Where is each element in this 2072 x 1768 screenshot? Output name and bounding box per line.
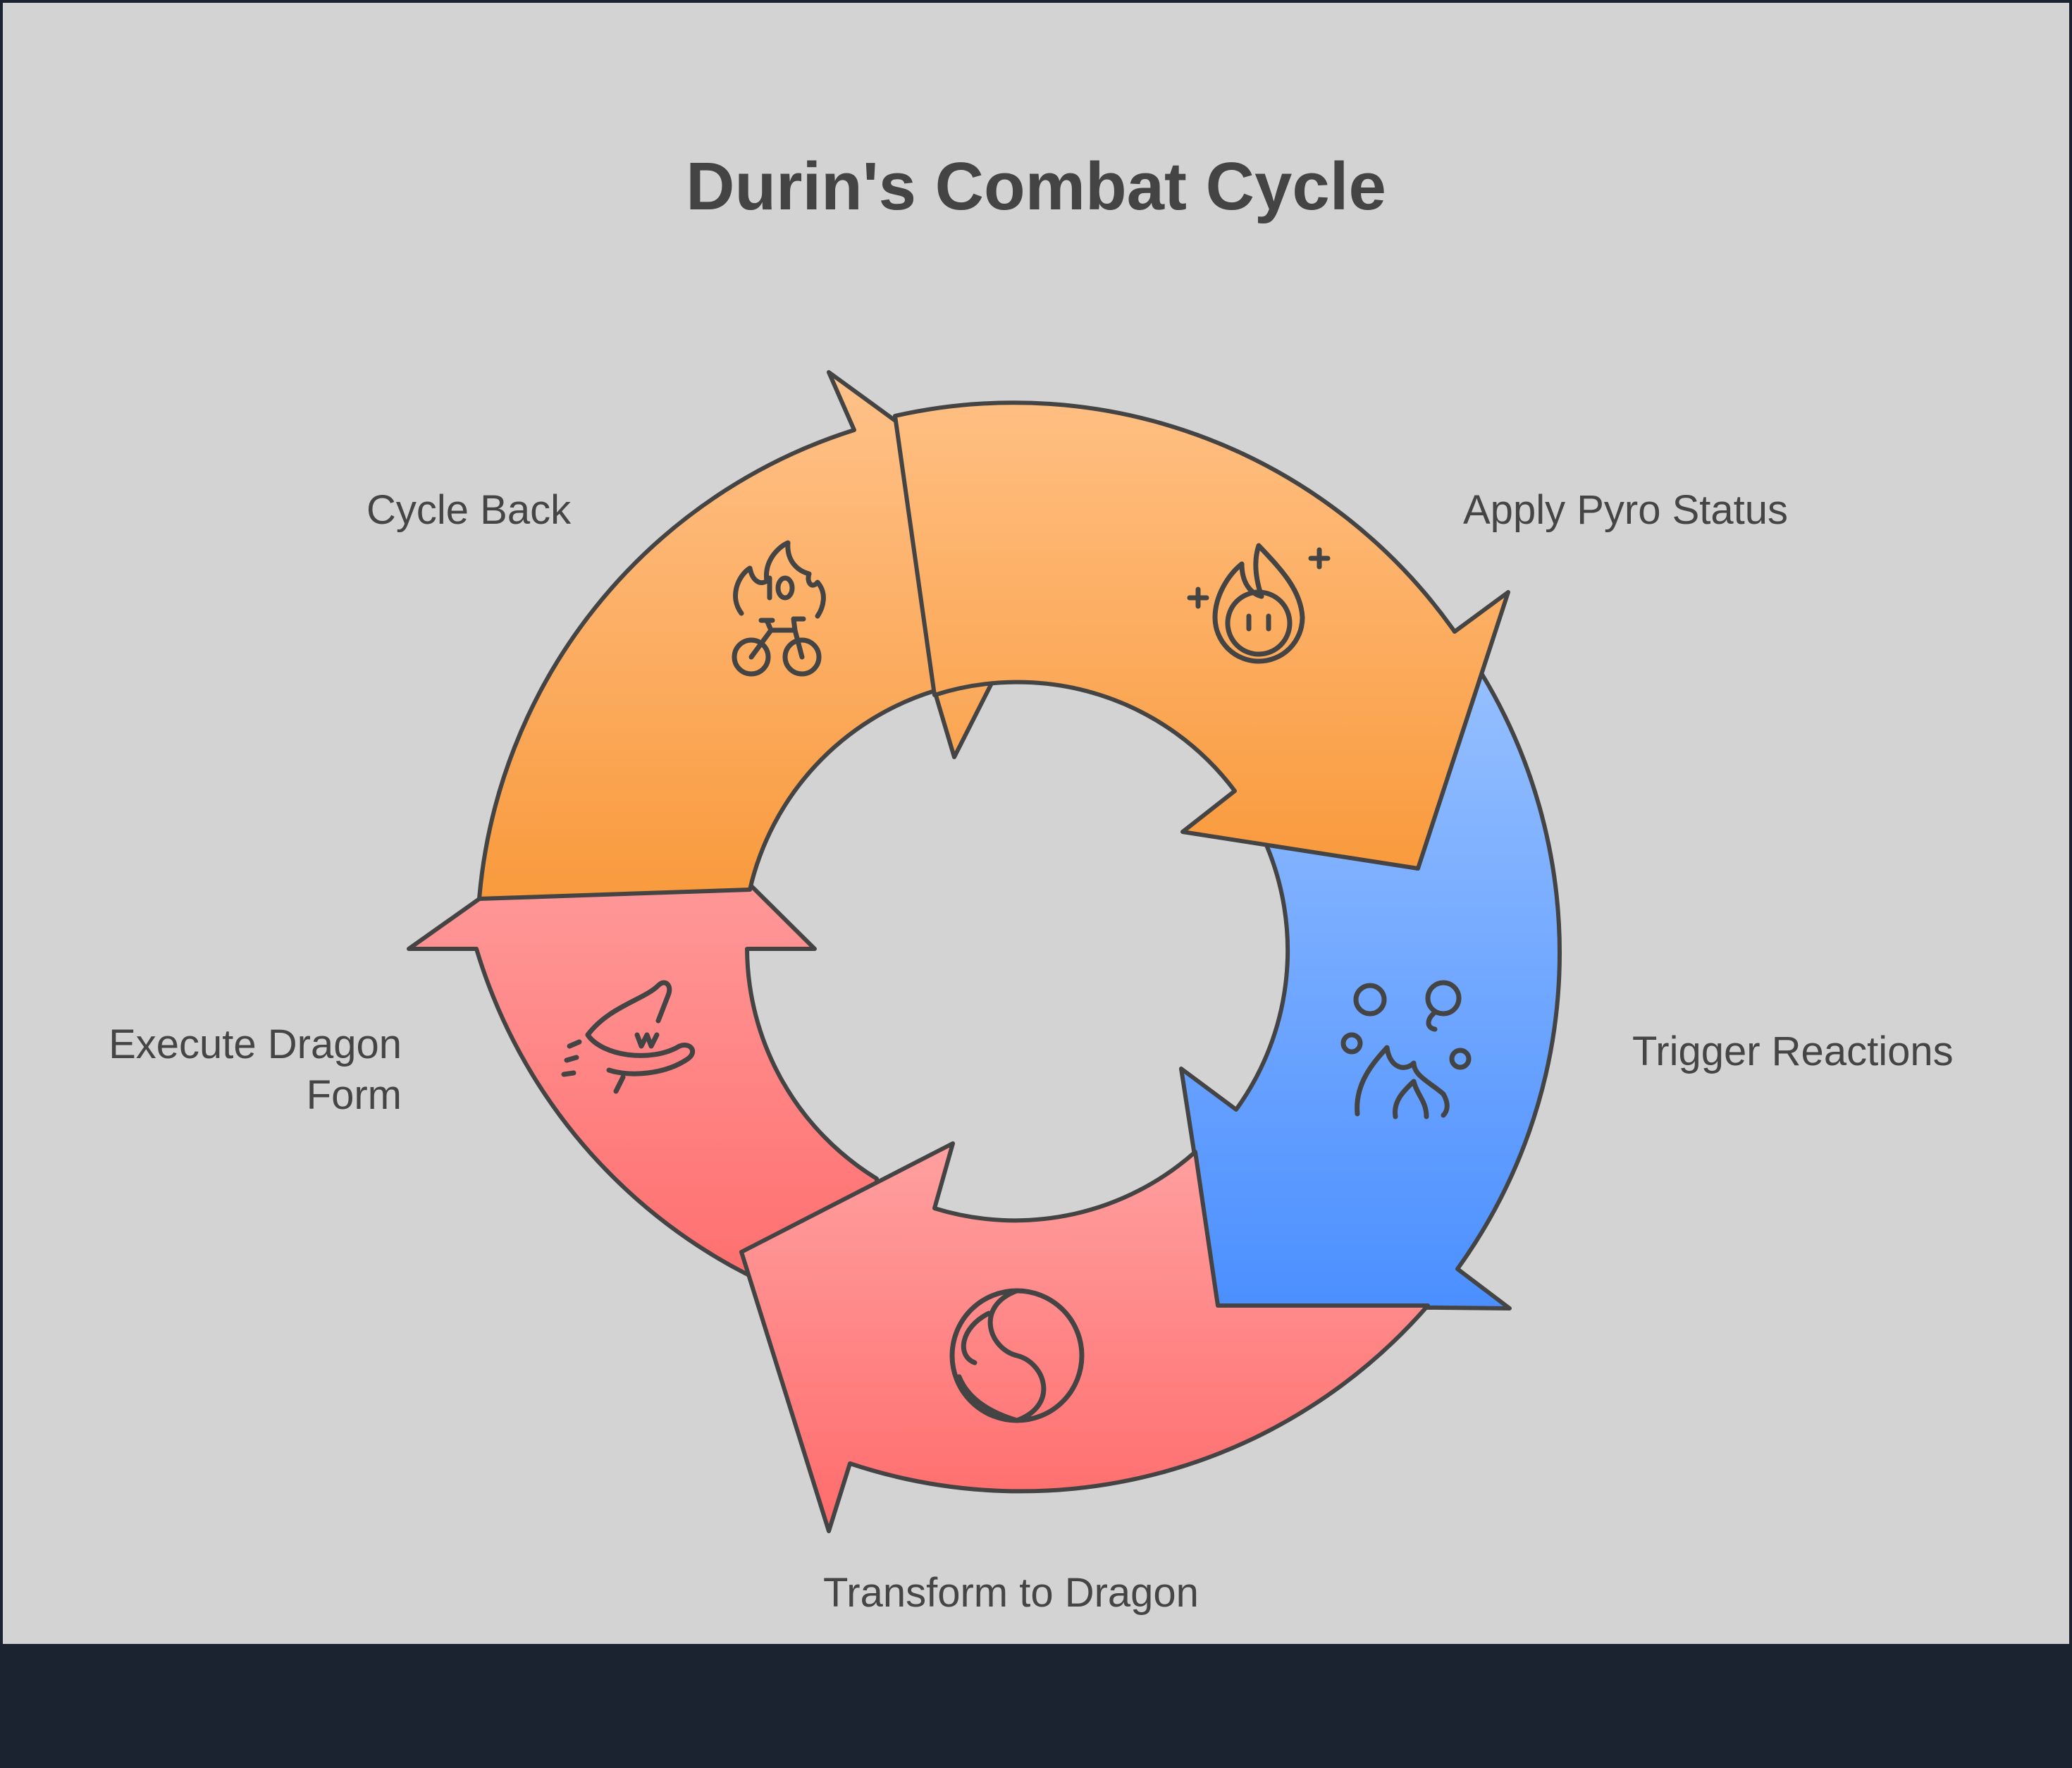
diagram-title: Durin's Combat Cycle (686, 149, 1386, 224)
label-apply-pyro-status: Apply Pyro Status (1463, 487, 1788, 533)
segment-execute-dragon-form (407, 779, 879, 1323)
label-execute-dragon-form-line-1: Execute Dragon (109, 1021, 402, 1067)
label-transform-to-dragon: Transform to Dragon (823, 1570, 1199, 1616)
fire-bicycle-icon (732, 540, 826, 677)
label-execute-dragon-form: Execute Dragon Form (99, 1019, 402, 1121)
fire-face-icon (1187, 543, 1331, 664)
fire-bubbles-icon (1340, 980, 1472, 1119)
dragon-jaws-icon (561, 980, 696, 1094)
segment-apply-pyro-status (893, 400, 1510, 871)
label-cycle-back: Cycle Back (366, 487, 572, 533)
segment-transform-to-dragon (739, 1141, 1430, 1533)
label-trigger-reactions: Trigger Reactions (1632, 1029, 1954, 1074)
fire-swirl-icon (949, 1288, 1085, 1423)
label-execute-dragon-form-line-2: Form (306, 1072, 402, 1118)
